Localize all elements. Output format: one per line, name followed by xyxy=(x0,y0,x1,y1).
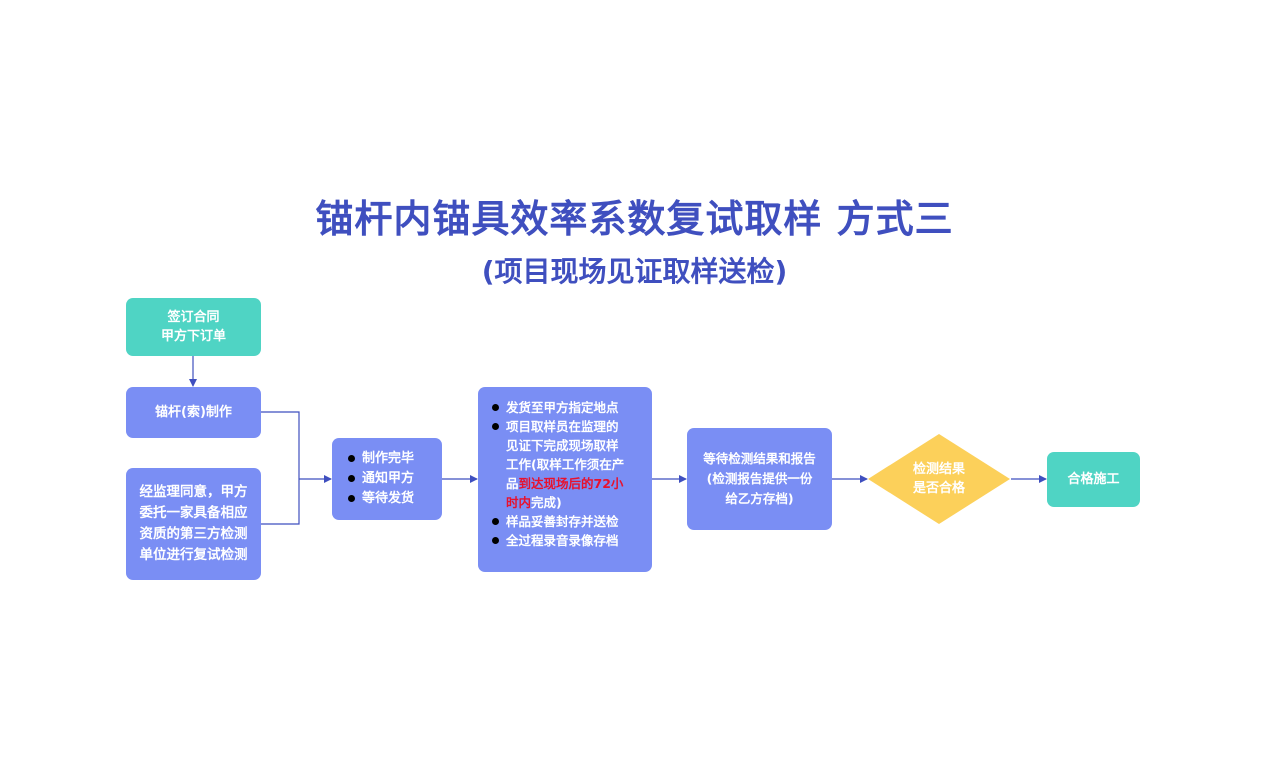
node-qualified-decision: 检测结果 是否合格 xyxy=(868,434,1010,524)
decision-diamond-shape xyxy=(868,434,1010,524)
witness-sampling-deadline-a: 到达现场后的72小 xyxy=(518,476,624,491)
node-await-results-line-1: 等待检测结果和报告 xyxy=(703,451,816,466)
witness-sampling-line-5: 时内完成) xyxy=(506,493,652,512)
node-third-party-testing: 经监理同意，甲方 委托一家具备相应 资质的第三方检测 单位进行复试检测 xyxy=(126,468,261,580)
node-sign-contract-line-2: 甲方下订单 xyxy=(160,329,226,344)
bullet-production-done: 制作完毕 xyxy=(348,449,442,469)
witness-sampling-line-1: 项目取样员在监理的 xyxy=(506,419,619,434)
bullet-ship-to-site: 发货至甲方指定地点 xyxy=(492,398,652,417)
node-sign-contract-line-1: 签订合同 xyxy=(167,310,220,325)
diagram-title: 锚杆内锚具效率系数复试取样 方式三 xyxy=(315,197,954,241)
decision-line-1: 检测结果 xyxy=(912,462,965,477)
witness-sampling-line-2: 见证下完成现场取样 xyxy=(506,438,619,453)
bullet-record-archive: 全过程录音录像存档 xyxy=(492,531,652,550)
node-production-complete: 制作完毕 通知甲方 等待发货 xyxy=(332,438,442,520)
bullet-seal-and-send: 样品妥善封存并送检 xyxy=(492,512,652,531)
node-production-complete-list: 制作完毕 通知甲方 等待发货 xyxy=(348,449,442,509)
node-onsite-sampling-list: 发货至甲方指定地点 项目取样员在监理的 见证下完成现场取样 工作(取样工作须在产… xyxy=(492,398,652,550)
node-anchor-manufacture-label: 锚杆(索)制作 xyxy=(155,405,232,420)
node-qualified-construction: 合格施工 xyxy=(1047,452,1140,507)
node-third-party-line-3: 资质的第三方检测 xyxy=(139,526,248,542)
bullet-await-shipment: 等待发货 xyxy=(348,489,442,509)
node-anchor-manufacture: 锚杆(索)制作 xyxy=(126,387,261,438)
node-third-party-line-2: 委托一家具备相应 xyxy=(139,505,248,521)
node-qualified-construction-label: 合格施工 xyxy=(1067,472,1120,487)
diagram-subtitle: (项目现场见证取样送检) xyxy=(481,255,788,288)
node-third-party-line-4: 单位进行复试检测 xyxy=(139,547,248,563)
witness-sampling-deadline-b: 时内 xyxy=(506,495,532,510)
witness-sampling-line-4: 品到达现场后的72小 xyxy=(506,474,652,493)
witness-sampling-post: 完成) xyxy=(531,495,562,510)
witness-sampling-line-3: 工作(取样工作须在产 xyxy=(506,457,625,472)
decision-diamond-text: 检测结果 是否合格 xyxy=(868,434,1010,524)
node-sign-contract: 签订合同 甲方下订单 xyxy=(126,298,261,356)
node-onsite-sampling: 发货至甲方指定地点 项目取样员在监理的 见证下完成现场取样 工作(取样工作须在产… xyxy=(478,387,652,572)
bullet-witness-sampling: 项目取样员在监理的 见证下完成现场取样 工作(取样工作须在产 品到达现场后的72… xyxy=(492,417,652,512)
connector-third-party-to-merge xyxy=(261,479,300,525)
connector-make-to-merge xyxy=(261,411,300,479)
node-await-results: 等待检测结果和报告 (检测报告提供一份 给乙方存档) xyxy=(687,428,832,530)
decision-line-2: 是否合格 xyxy=(912,481,965,496)
node-await-results-line-2: (检测报告提供一份 xyxy=(706,471,813,486)
bullet-notify-party-a: 通知甲方 xyxy=(348,469,442,489)
node-await-results-line-3: 给乙方存档) xyxy=(725,491,794,506)
node-third-party-line-1: 经监理同意，甲方 xyxy=(139,484,248,500)
witness-sampling-pre: 品 xyxy=(506,476,519,491)
